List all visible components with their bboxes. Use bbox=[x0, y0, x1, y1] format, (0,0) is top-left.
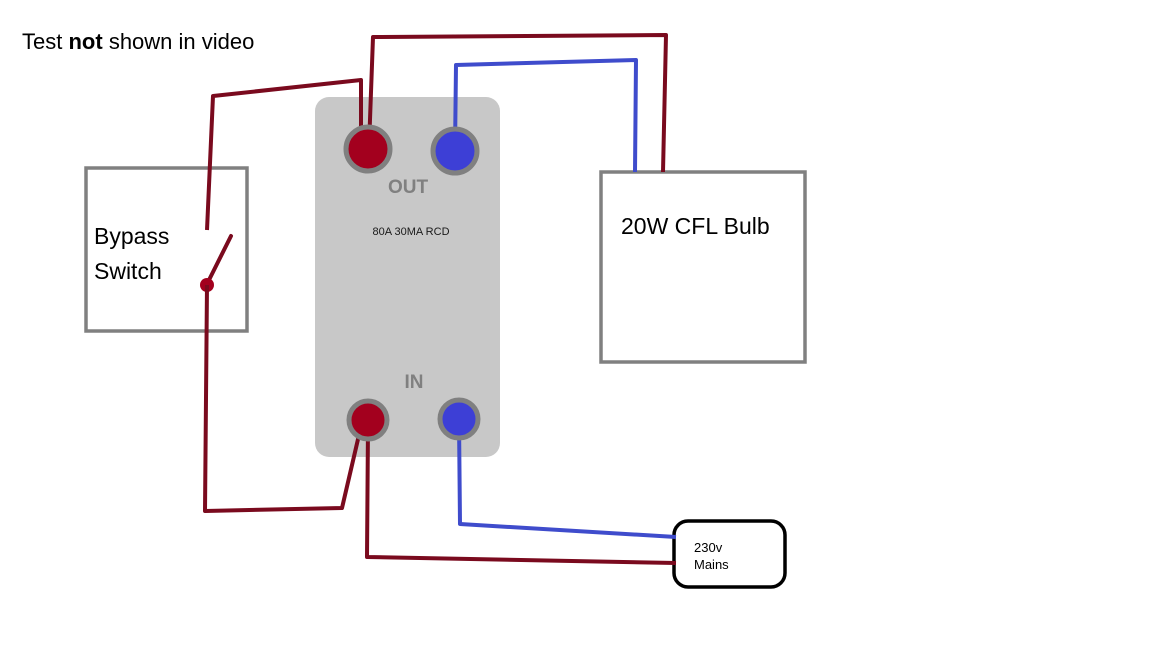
rcd-in-live-terminal bbox=[346, 398, 390, 442]
neutral-wire-in-to-mains bbox=[457, 419, 677, 539]
rcd-in-label: IN bbox=[405, 372, 424, 393]
rcd-out-label: OUT bbox=[388, 177, 429, 198]
bypass-switch-label-line2: Switch bbox=[94, 258, 162, 284]
rcd-body bbox=[315, 97, 500, 457]
rcd-in-neutral-terminal bbox=[437, 397, 481, 441]
live-wire-bypass-to-in bbox=[203, 284, 364, 513]
test-note-prefix: Test bbox=[22, 29, 63, 54]
rcd-rating-label: 80A 30MA RCD bbox=[372, 226, 449, 238]
bypass-switch-label-line1: Bypass bbox=[94, 223, 170, 249]
live-wire-out-to-bulb bbox=[367, 33, 668, 173]
bypass-switch-blade bbox=[205, 234, 233, 286]
live-wire-out-to-bypass bbox=[205, 78, 363, 231]
test-note-emphasis: not bbox=[68, 29, 103, 54]
mains-label-line1: 230v bbox=[694, 540, 723, 555]
mains-label: 230v Mains bbox=[694, 539, 729, 573]
bypass-switch-box bbox=[84, 166, 249, 333]
test-note-suffix: shown in video bbox=[108, 29, 255, 54]
bypass-switch-label: Bypass Switch bbox=[94, 219, 169, 289]
bulb-box bbox=[599, 170, 807, 364]
mains-label-line2: Mains bbox=[694, 557, 729, 572]
bulb-label: 20W CFL Bulb bbox=[621, 213, 770, 239]
test-note: Test not shown in video bbox=[22, 28, 254, 56]
rcd-out-live-terminal bbox=[343, 124, 393, 174]
mains-box bbox=[672, 519, 787, 589]
rcd-out-neutral-terminal bbox=[430, 126, 480, 176]
neutral-wire-out-to-bulb bbox=[453, 58, 638, 173]
live-wire-in-to-mains bbox=[365, 424, 677, 565]
